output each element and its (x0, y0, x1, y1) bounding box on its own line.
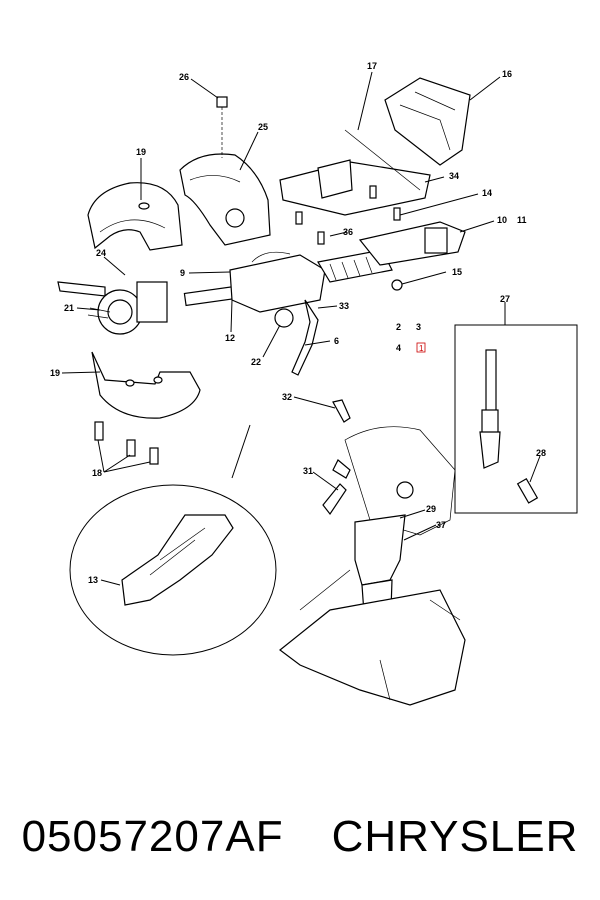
part-number: 05057207AF (21, 812, 284, 861)
callout-18: 18 (92, 468, 102, 478)
intermediate-shaft-part (317, 221, 466, 283)
lower-shroud-part (91, 351, 201, 419)
callout-19-lower: 19 (50, 368, 60, 378)
callout-6: 6 (334, 336, 339, 346)
callout-15: 15 (452, 267, 462, 277)
bolt-part (216, 96, 228, 158)
callout-17: 17 (367, 61, 377, 71)
leader-lines (61, 71, 541, 586)
callout-25: 25 (258, 122, 268, 132)
callout-36: 36 (343, 227, 353, 237)
callout-4: 4 (396, 343, 401, 353)
callout-1: 1 (419, 344, 424, 353)
callout-24: 24 (96, 248, 106, 258)
callout-12: 12 (225, 333, 235, 343)
screws-part (94, 421, 159, 465)
detail-circle (69, 424, 277, 656)
callout-26: 26 (179, 72, 189, 82)
callout-32: 32 (282, 392, 292, 402)
callout-16: 16 (502, 69, 512, 79)
column-cover-part (179, 153, 271, 246)
callout-10: 10 (497, 215, 507, 225)
callout-13: 13 (88, 575, 98, 585)
callout-labels: 26 25 17 16 19 34 14 10 11 36 24 9 15 21… (50, 61, 546, 585)
callout-3: 3 (416, 322, 421, 332)
inset-shaft-box (454, 324, 578, 514)
callout-2: 2 (396, 322, 401, 332)
floor-pedestal-part (279, 399, 466, 706)
upper-shroud-part (87, 182, 183, 251)
callout-14: 14 (482, 188, 492, 198)
multifunction-switch-part (57, 281, 168, 335)
column-housing-part (183, 251, 326, 376)
callout-31: 31 (303, 466, 313, 476)
callout-29: 29 (426, 504, 436, 514)
callout-19-upper: 19 (136, 147, 146, 157)
mounting-bracket-part (279, 77, 471, 216)
callout-37: 37 (436, 520, 446, 530)
callout-21: 21 (64, 303, 74, 313)
callout-34: 34 (449, 171, 459, 181)
callout-33: 33 (339, 301, 349, 311)
steering-column-exploded-diagram: 26 25 17 16 19 34 14 10 11 36 24 9 15 21… (50, 61, 578, 706)
part-footer: 05057207AF CHRYSLER (0, 792, 600, 882)
brand-name: CHRYSLER (331, 812, 579, 861)
spring-clips-part (295, 185, 403, 291)
callout-22: 22 (251, 357, 261, 367)
highlight-box-1 (416, 342, 426, 353)
callout-9: 9 (180, 268, 185, 278)
callout-28: 28 (536, 448, 546, 458)
callout-11: 11 (517, 215, 527, 225)
callout-27: 27 (500, 294, 510, 304)
